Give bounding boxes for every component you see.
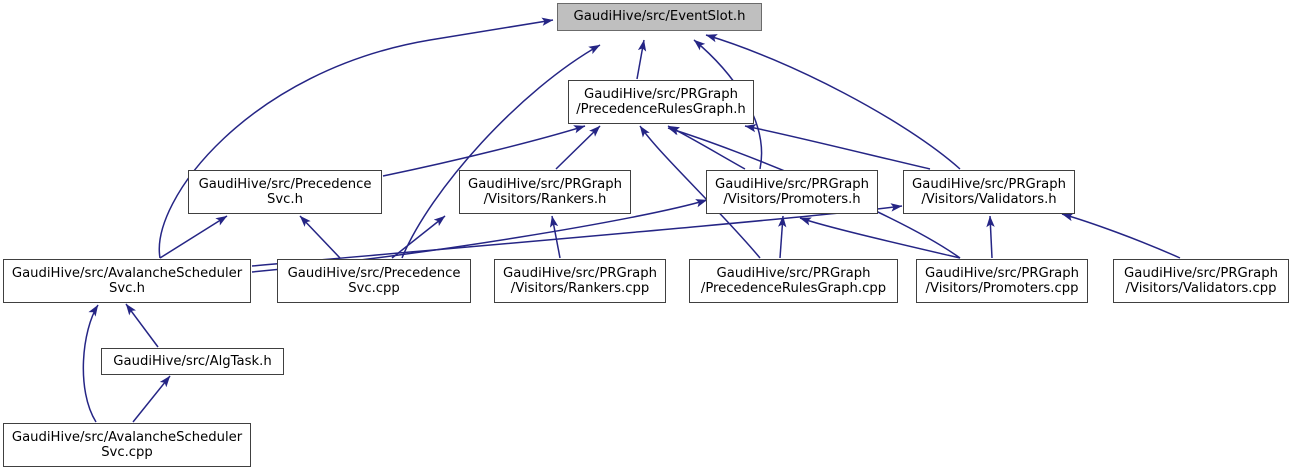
graph-edge-precedence_cpp-to-precedence_h	[299, 215, 341, 259]
graph-edge-precedence_cpp-to-eventslot_h	[401, 44, 601, 259]
graph-node-label: GaudiHive/src/PRGraph /PrecedenceRulesGr…	[700, 265, 887, 296]
graph-node-label: GaudiHive/src/EventSlot.h	[573, 9, 746, 25]
graph-edge-avalanche_h-to-eventslot_h	[158, 17, 554, 259]
graph-node-avalanche_h[interactable]: GaudiHive/src/AvalancheScheduler Svc.h	[3, 259, 251, 303]
graph-edge-precedence_cpp-to-rankers_h	[391, 215, 446, 259]
graph-node-avalanche_cpp[interactable]: GaudiHive/src/AvalancheScheduler Svc.cpp	[3, 423, 251, 467]
graph-edge-validators_h-to-eventslot_h	[705, 34, 961, 170]
graph-node-label: GaudiHive/src/PRGraph /Visitors/Rankers.…	[468, 176, 622, 207]
graph-node-label: GaudiHive/src/PRGraph /Visitors/Validato…	[912, 176, 1066, 207]
graph-node-validators_h[interactable]: GaudiHive/src/PRGraph /Visitors/Validato…	[903, 170, 1075, 214]
graph-edge-avalanche_cpp-to-avalanche_h	[82, 304, 99, 423]
graph-node-validators_cpp[interactable]: GaudiHive/src/PRGraph /Visitors/Validato…	[1113, 259, 1289, 303]
graph-edge-rankers_cpp-to-rankers_h	[549, 215, 561, 259]
graph-edge-rankers_h-to-prg_h	[555, 125, 601, 170]
graph-node-precedence_h[interactable]: GaudiHive/src/Precedence Svc.h	[188, 170, 382, 214]
graph-node-label: GaudiHive/src/AlgTask.h	[113, 353, 272, 369]
graph-node-label: GaudiHive/src/PRGraph /Visitors/Promoter…	[715, 176, 869, 207]
graph-node-label: GaudiHive/src/PRGraph /PrecedenceRulesGr…	[576, 86, 746, 117]
graph-node-prg_cpp[interactable]: GaudiHive/src/PRGraph /PrecedenceRulesGr…	[689, 259, 898, 303]
graph-node-label: GaudiHive/src/AvalancheScheduler Svc.cpp	[11, 429, 243, 460]
graph-edge-validators_cpp-to-validators_h	[1061, 213, 1181, 259]
graph-node-label: GaudiHive/src/PRGraph /Visitors/Rankers.…	[503, 265, 657, 296]
graph-edge-promoters_cpp-to-validators_h	[986, 215, 995, 259]
graph-node-label: GaudiHive/src/AvalancheScheduler Svc.h	[11, 265, 243, 296]
graph-edge-avalanche_h-to-validators_h	[251, 203, 903, 267]
graph-edge-avalanche_cpp-to-algtask_h	[132, 375, 171, 423]
graph-node-algtask_h[interactable]: GaudiHive/src/AlgTask.h	[101, 348, 284, 375]
graph-edge-precedence_h-to-prg_h	[382, 125, 586, 177]
graph-edge-promoters_cpp-to-promoters_h	[799, 217, 961, 259]
graph-node-precedence_cpp[interactable]: GaudiHive/src/Precedence Svc.cpp	[277, 259, 471, 303]
graph-node-label: GaudiHive/src/PRGraph /Visitors/Validato…	[1124, 265, 1278, 296]
graph-edge-algtask_h-to-avalanche_h	[125, 303, 159, 348]
graph-edge-prg_h-to-eventslot_h	[636, 39, 647, 80]
graph-edge-promoters_h-to-prg_h	[667, 125, 746, 170]
graph-node-rankers_h[interactable]: GaudiHive/src/PRGraph /Visitors/Rankers.…	[459, 170, 631, 214]
graph-node-label: GaudiHive/src/Precedence Svc.cpp	[287, 265, 461, 296]
graph-edge-validators_h-to-prg_h	[744, 124, 931, 170]
graph-node-eventslot_h[interactable]: GaudiHive/src/EventSlot.h	[557, 3, 762, 31]
graph-node-label: GaudiHive/src/PRGraph /Visitors/Promoter…	[925, 265, 1079, 296]
graph-node-label: GaudiHive/src/Precedence Svc.h	[198, 176, 372, 207]
graph-node-prg_h[interactable]: GaudiHive/src/PRGraph /PrecedenceRulesGr…	[568, 80, 754, 124]
graph-node-promoters_h[interactable]: GaudiHive/src/PRGraph /Visitors/Promoter…	[706, 170, 878, 214]
graph-edge-avalanche_h-to-precedence_h	[159, 215, 228, 259]
graph-node-promoters_cpp[interactable]: GaudiHive/src/PRGraph /Visitors/Promoter…	[916, 259, 1088, 303]
graph-edge-prg_cpp-to-promoters_h	[778, 215, 787, 259]
graph-edge-prg_cpp-to-prg_h	[639, 125, 761, 259]
graph-node-rankers_cpp[interactable]: GaudiHive/src/PRGraph /Visitors/Rankers.…	[494, 259, 666, 303]
